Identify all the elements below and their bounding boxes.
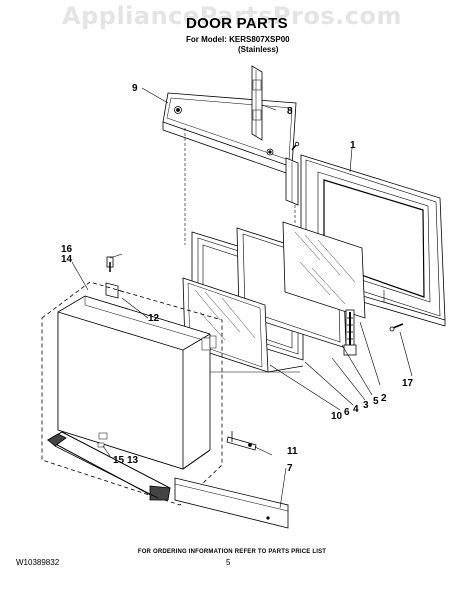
part-top-trim	[162, 92, 297, 176]
callout-14: 14	[61, 254, 73, 265]
callout-6: 6	[344, 407, 350, 418]
callout-1: 1	[350, 140, 356, 151]
callout-3: 3	[363, 400, 369, 411]
part-screw-top	[291, 141, 300, 151]
callout-2: 2	[381, 393, 387, 404]
callout-16: 16	[61, 244, 73, 255]
page-title: DOOR PARTS	[186, 15, 288, 32]
part-handle-bracket	[97, 432, 108, 448]
callout-5: 5	[373, 396, 379, 407]
part-bottom-trim	[174, 477, 289, 529]
callout-9: 9	[132, 83, 138, 94]
page-number: 5	[226, 558, 231, 567]
model-variant: (Stainless)	[238, 45, 279, 54]
callout-15: 15	[113, 455, 125, 466]
callout-11: 11	[287, 446, 298, 457]
part-hinge-block	[105, 282, 125, 299]
part-glass-panel	[282, 221, 366, 319]
ordering-note: FOR ORDERING INFORMATION REFER TO PARTS …	[137, 549, 327, 555]
callout-17: 17	[402, 378, 414, 389]
callout-7: 7	[287, 463, 293, 474]
leader-lines	[71, 87, 413, 509]
callout-4: 4	[353, 404, 359, 415]
part-hinge	[343, 309, 357, 356]
callout-8: 8	[287, 106, 293, 117]
part-clip	[226, 431, 257, 451]
part-door-assembly-outline	[41, 281, 223, 506]
part-bracket	[251, 65, 299, 206]
part-screw-16	[106, 256, 114, 272]
part-bottom-rail	[267, 365, 304, 373]
callout-12: 12	[148, 313, 160, 324]
part-door-handle	[46, 431, 171, 501]
model-line: For Model: KERS807XSP00	[186, 35, 290, 44]
document-id: W10389832	[16, 558, 60, 567]
callout-10: 10	[331, 411, 343, 422]
part-screw-17	[389, 323, 404, 332]
callout-13: 13	[127, 455, 139, 466]
callout-labels: 9 8 1 16 14 12 17 2 5 3 4 6 10 11 7 15 1…	[61, 83, 414, 474]
part-door-panel	[57, 295, 217, 470]
